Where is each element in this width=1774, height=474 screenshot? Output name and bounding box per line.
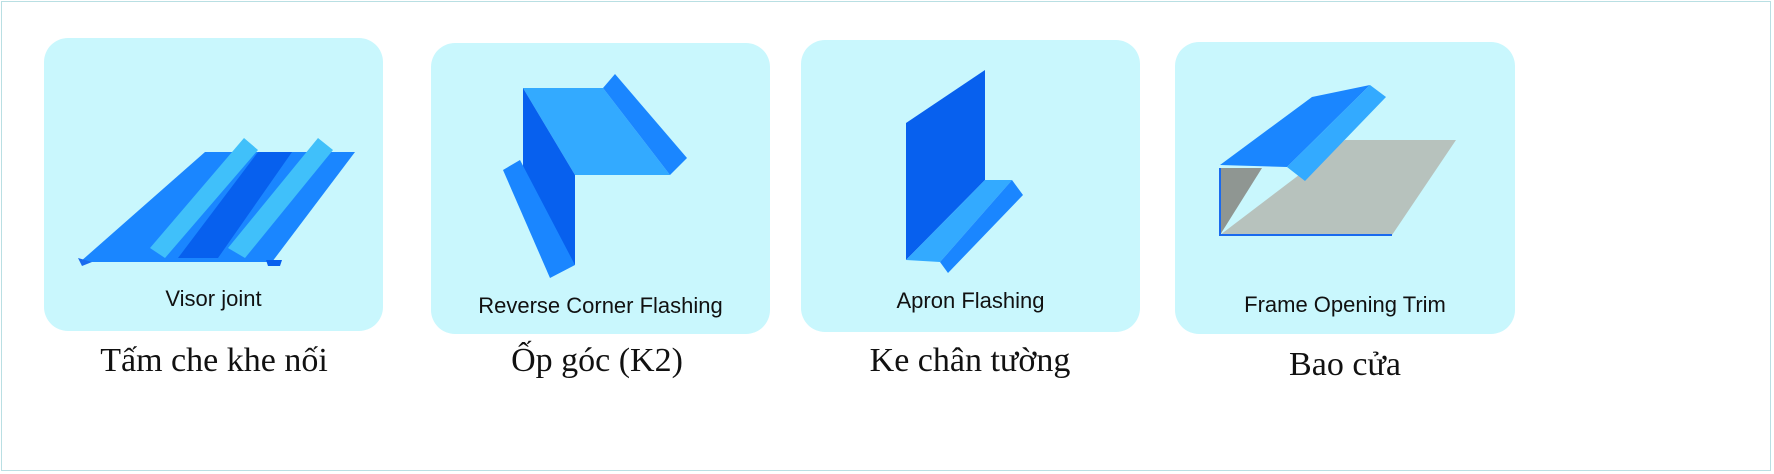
visor-joint-illustration xyxy=(78,138,355,266)
product-caption: Bao cửa xyxy=(1289,346,1401,383)
product-label: Frame Opening Trim xyxy=(1244,292,1446,317)
product-label: Apron Flashing xyxy=(896,288,1045,313)
product-caption: Tấm che khe nối xyxy=(100,342,328,379)
apron-flashing-illustration xyxy=(906,70,1023,273)
reverse-corner-flashing-illustration xyxy=(503,74,687,278)
product-label: Reverse Corner Flashing xyxy=(478,293,723,318)
product-label: Visor joint xyxy=(165,286,262,311)
frame-opening-trim-illustration xyxy=(1219,85,1456,236)
product-caption: Ốp góc (K2) xyxy=(511,342,683,379)
product-caption: Ke chân tường xyxy=(869,342,1071,379)
